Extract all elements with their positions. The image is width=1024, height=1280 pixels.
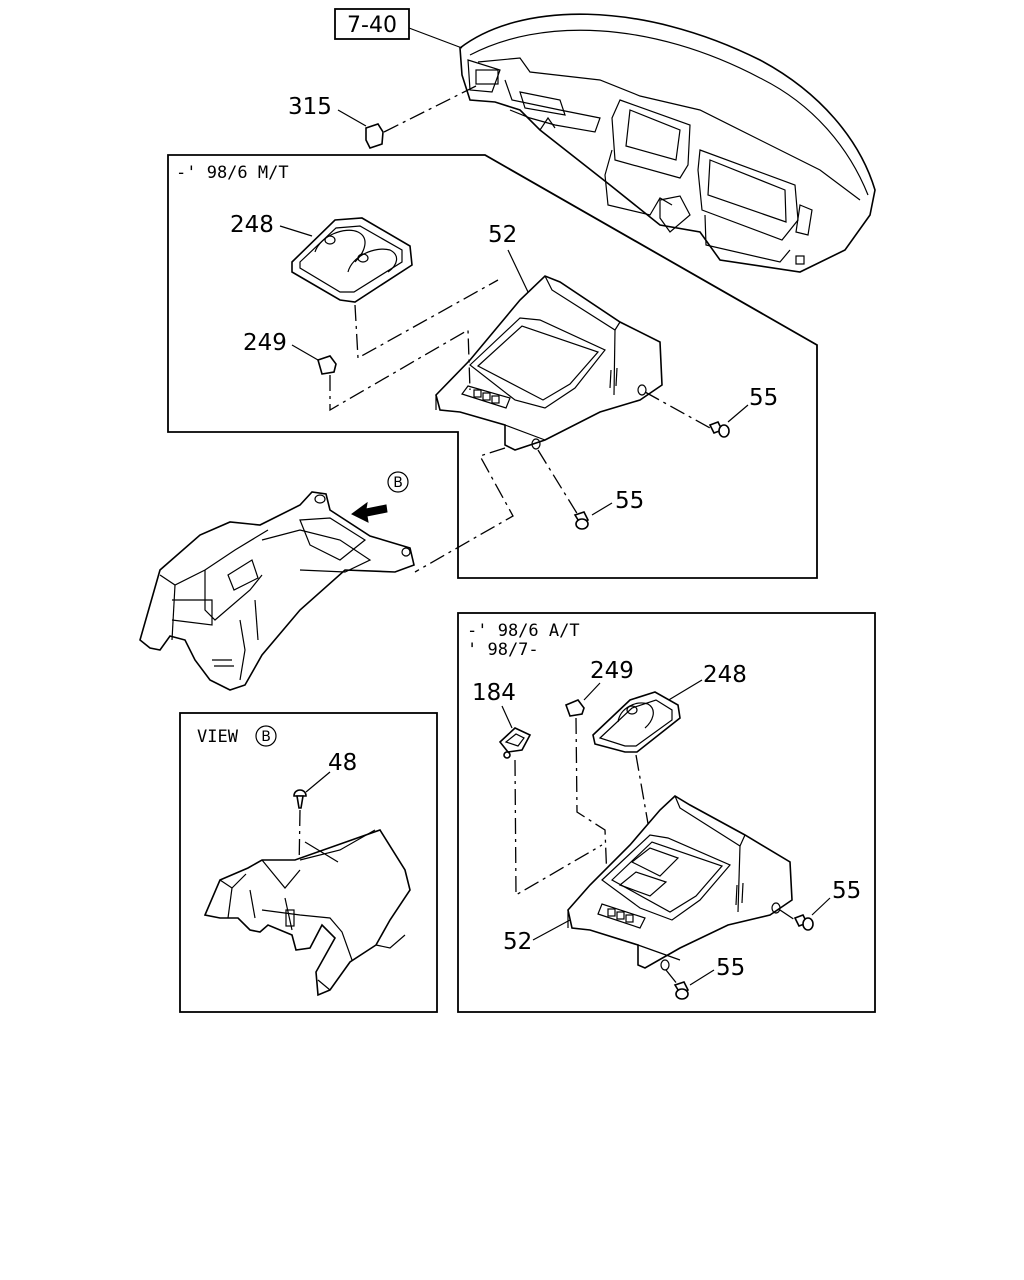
panel-mt: -' 98/6 M/T 248 249 52: [167, 154, 818, 579]
panel-at: -' 98/6 A/T ' 98/7- 184 249 248 52: [457, 612, 876, 1013]
callout-249-mt: 249: [243, 330, 287, 356]
callout-55-at-right: 55: [832, 878, 861, 904]
view-b-title-marker: B: [261, 729, 271, 745]
shift-boot-248-mt: [291, 217, 413, 303]
reference-box: 7-40: [334, 8, 463, 49]
clip-249-at: [564, 699, 585, 717]
screw-55-mt-lower: [573, 511, 590, 530]
callout-184: 184: [472, 680, 516, 706]
panel-view-b: VIEW B 48: [179, 712, 438, 1013]
callout-55-at-lower: 55: [716, 955, 745, 981]
view-b-arrow: B: [351, 471, 409, 523]
part-184: [498, 727, 532, 759]
callout-48: 48: [328, 750, 357, 776]
callout-52-at: 52: [503, 929, 532, 955]
callout-248-mt: 248: [230, 212, 274, 238]
callout-248-at: 248: [703, 662, 747, 688]
console-52-at: [567, 795, 793, 971]
reference-label: 7-40: [347, 13, 397, 38]
floor-cover-drawing: [139, 491, 415, 691]
part-315: 315: [288, 85, 477, 149]
console-52-mt: [435, 275, 663, 451]
panel-at-note-2: ' 98/7-: [467, 640, 539, 660]
view-b-marker: B: [393, 475, 403, 491]
callout-55-mt-lower: 55: [615, 488, 644, 514]
view-b-title: VIEW: [197, 727, 239, 747]
clip-249-mt: [317, 355, 337, 375]
screw-55-at-lower: [673, 981, 690, 1000]
callout-52-mt: 52: [488, 222, 517, 248]
screw-55-at-right: [793, 913, 814, 931]
screw-48: [293, 789, 307, 809]
screw-55-mt-right: [708, 420, 730, 438]
callout-249-at: 249: [590, 658, 634, 684]
callout-315: 315: [288, 94, 332, 120]
panel-at-note-1: -' 98/6 A/T: [467, 621, 580, 641]
panel-mt-note: -' 98/6 M/T: [176, 163, 289, 183]
callout-55-mt-right: 55: [749, 385, 778, 411]
view-b-bracket-drawing: [203, 829, 411, 997]
shift-boot-248-at: [592, 691, 681, 753]
instrument-panel-drawing: [459, 13, 876, 273]
